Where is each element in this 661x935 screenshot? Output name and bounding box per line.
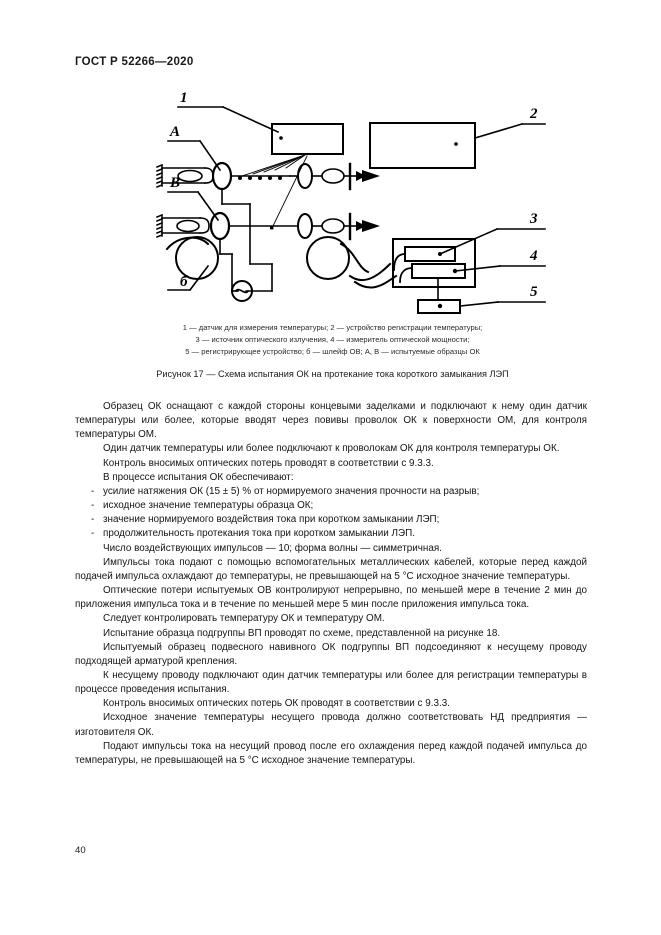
body-paragraph: Следует контролировать температуру ОК и …: [103, 613, 385, 625]
diagram-label-4: 4: [529, 248, 538, 264]
body-list-item: значение нормируемого воздействия тока п…: [75, 513, 587, 527]
figure-legend-line: 1 — датчик для измерения температуры; 2 …: [182, 323, 483, 332]
page-number: 40: [75, 845, 86, 856]
body-paragraph: Испытуемый образец подвесного навивного …: [75, 641, 587, 667]
diagram-label-3: 3: [529, 211, 538, 227]
running-header-standard-number: ГОСТ Р 52266—2020: [75, 56, 194, 68]
figure-caption: Рисунок 17 — Схема испытания ОК на проте…: [156, 369, 509, 379]
body-paragraph: В процессе испытания ОК обеспечивают:: [103, 471, 294, 483]
body-paragraph: Контроль вносимых оптических потерь пров…: [103, 457, 434, 469]
body-paragraph: Исходное значение температуры несущего п…: [75, 712, 587, 738]
body-paragraph: К несущему проводу подключают один датчи…: [75, 669, 587, 696]
body-list-item: продолжительность протекания тока при ко…: [75, 527, 587, 541]
body-paragraph: Импульсы тока подают с помощью вспомогат…: [75, 556, 587, 582]
figure-17: 1 2 3 4 5 А В б 1 — датчик для измерения…: [75, 86, 590, 386]
body-paragraph: Подают импульсы тока на несущий провод п…: [75, 740, 587, 766]
diagram-label-2: 2: [529, 106, 538, 122]
diagram-label-loop: б: [180, 274, 188, 290]
body-paragraph: Оптические потери испытуемых ОВ контроли…: [75, 585, 587, 611]
diagram-label-5: 5: [530, 284, 538, 300]
body-paragraph: Образец ОК оснащают с каждой стороны кон…: [75, 401, 587, 441]
diagram-label-sample-b: В: [169, 175, 180, 191]
body-list-item: исходное значение температуры образца ОК…: [75, 499, 587, 513]
diagram-label-sample-a: А: [169, 124, 180, 140]
diagram-label-1: 1: [180, 90, 188, 106]
body-paragraph: Контроль вносимых оптических потерь ОК п…: [103, 698, 450, 710]
figure-legend-line: 3 — источник оптического излучения, 4 — …: [195, 334, 470, 344]
body-paragraph: Испытание образца подгруппы ВП проводят …: [103, 627, 501, 639]
figure-17-diagram: 1 2 3 4 5 А В б: [156, 90, 546, 314]
body-paragraph: Число воздействующих импульсов — 10; фор…: [103, 542, 442, 554]
body-text: Образец ОК оснащают с каждой стороны кон…: [75, 400, 587, 768]
figure-legend: 1 — датчик для измерения температуры; 2 …: [75, 322, 590, 357]
figure-legend-line: 5 — регистрирующее устройство; б — шлейф…: [185, 346, 480, 356]
body-paragraph: Один датчик температуры или более подклю…: [103, 443, 560, 455]
body-list-item: усилие натяжения ОК (15 ± 5) % от нормир…: [75, 485, 587, 499]
